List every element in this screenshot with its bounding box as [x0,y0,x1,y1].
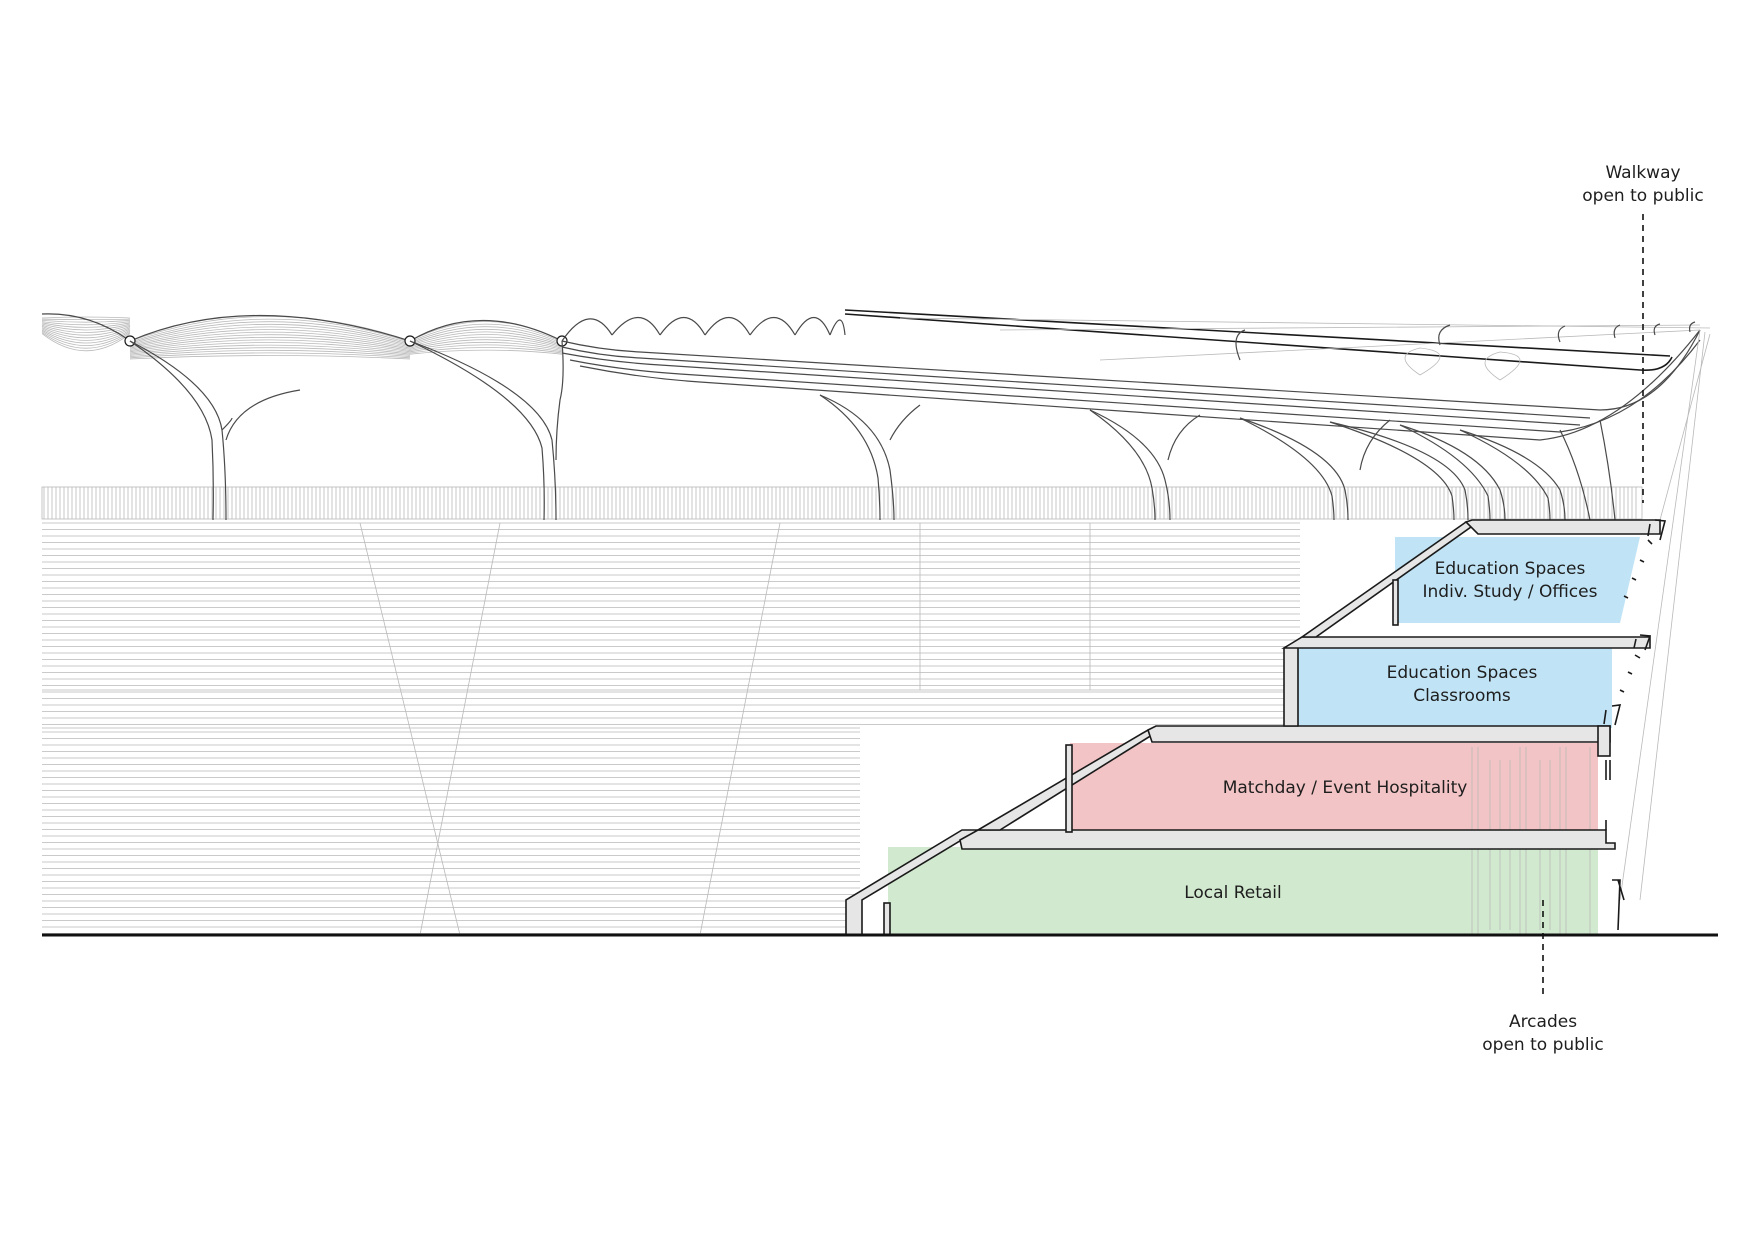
arcades-annotation: Arcades open to public [1482,900,1604,1055]
vault-rib [41,328,131,341]
vault-rib [409,334,563,348]
hospitality-label: Matchday / Event Hospitality [1223,778,1468,798]
walkway-annotation: Walkway open to public [1582,163,1704,503]
vault-rib [41,326,131,336]
classrooms-label-line2: Classrooms [1413,686,1511,706]
offices-label-line2: Indiv. Study / Offices [1423,582,1598,602]
vault-rib [41,320,131,323]
vault-rib [129,323,411,345]
vault-rib [409,328,563,345]
space-labels: Education Spaces Indiv. Study / Offices … [1184,559,1597,903]
vault-rib [41,321,131,326]
vault-rib [409,326,563,344]
beam-support-columns [819,321,1696,521]
vault-rib [129,352,411,359]
vault-rib [41,316,131,319]
roof-canopy-structure [41,309,1711,901]
small-arch-series [561,316,846,342]
vault-rib [41,332,131,349]
vault-rib [409,349,563,355]
arcades-label-line2: open to public [1482,1035,1603,1055]
vault-rib [129,329,411,348]
study-offices-space [1395,537,1640,623]
vault-rib [41,327,131,339]
vault-rib [409,339,563,350]
structural-slabs [845,519,1661,936]
local-retail-space [888,847,1598,935]
background-line [359,522,461,936]
retail-label: Local Retail [1184,883,1282,903]
vault-rib [409,336,563,349]
seating-tiers-elevation [42,522,1300,936]
tree-column [409,340,564,521]
balcony-edges [1603,519,1667,931]
arcades-label-line1: Arcades [1509,1012,1577,1032]
walkway-label-line1: Walkway [1605,163,1680,183]
vault-rib [129,355,411,360]
vault-rib [129,326,411,347]
background-line [699,522,781,936]
vault-rib [129,331,411,349]
perimeter-screen-band [41,486,1643,520]
classrooms-space [1290,643,1612,728]
vault-rib [129,344,411,355]
building-section-cut [845,519,1667,936]
tree-column [129,340,301,521]
background-line [419,522,501,936]
vault-rib [129,347,411,356]
vault-rib [409,323,563,343]
hospitality-space [1070,743,1598,832]
vault-rib [41,333,131,352]
walkway-label-line2: open to public [1582,186,1703,206]
vault-rib [41,330,131,346]
vault-rib [129,349,411,357]
main-roof-beam [561,309,1711,441]
vault-rib [409,347,563,354]
vault-rib [41,324,131,333]
vault-rib [129,334,411,350]
vault-rib [41,323,131,331]
vault-rib [41,322,131,328]
classrooms-label-line1: Education Spaces [1387,663,1538,683]
vault-rib [129,318,411,343]
offices-label-line1: Education Spaces [1435,559,1586,579]
vault-rib [409,344,563,353]
vault-rib [129,342,411,354]
stay-cables [1619,329,1711,901]
vault-rib [129,321,411,344]
vault-rib [129,339,411,353]
vault-rib [129,336,411,351]
vault-rib [409,331,563,347]
